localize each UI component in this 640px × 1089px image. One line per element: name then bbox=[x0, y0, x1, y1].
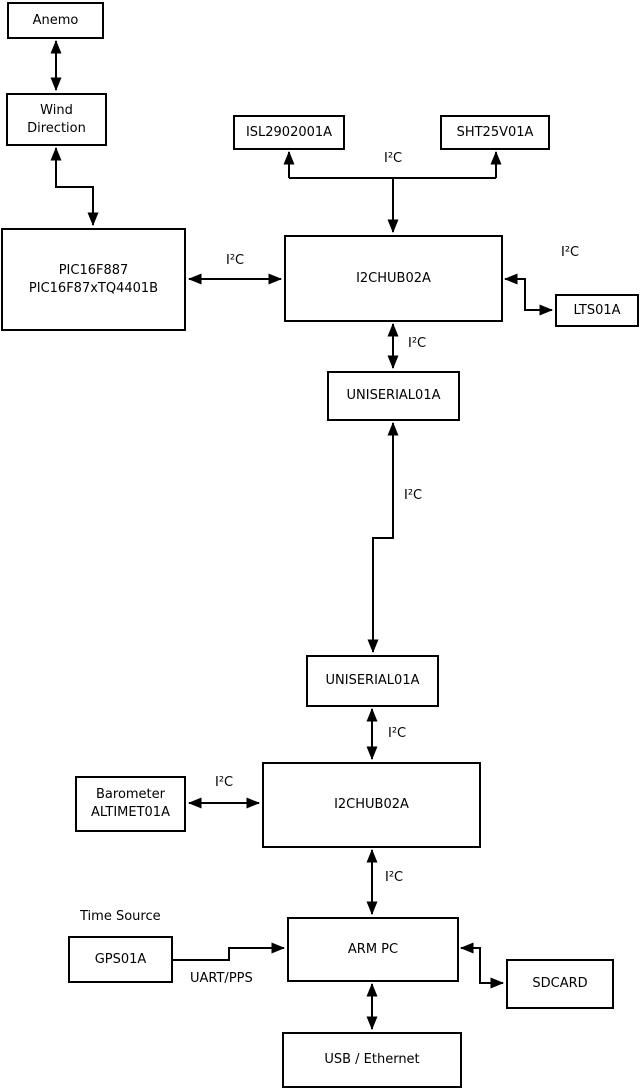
i2c-hub-top-box: I2CHUB02A bbox=[284, 235, 503, 322]
i2c-label-uniserial-link: I²C bbox=[404, 488, 423, 503]
wind-direction-box: Wind Direction bbox=[6, 93, 107, 146]
gps01a-box: GPS01A bbox=[68, 936, 173, 983]
i2c-label-sensor-bus: I²C bbox=[384, 151, 403, 166]
uniserial-top-box: UNISERIAL01A bbox=[327, 371, 460, 421]
sdcard-box: SDCARD bbox=[506, 959, 614, 1009]
i2c-hub-bottom-box: I2CHUB02A bbox=[262, 762, 481, 848]
sht25v01a-box: SHT25V01A bbox=[440, 115, 550, 150]
sht25v01a-label: SHT25V01A bbox=[456, 124, 534, 140]
pic-mcu-label-line1: PIC16F887 bbox=[58, 262, 129, 278]
uart-pps-label: UART/PPS bbox=[190, 971, 253, 986]
connector-winddirection-pic bbox=[50, 147, 99, 226]
i2c-label-pic-hub1: I²C bbox=[226, 253, 245, 268]
i2c-hub-top-label: I2CHUB02A bbox=[356, 270, 431, 286]
i2c-hub-bottom-label: I2CHUB02A bbox=[334, 797, 409, 812]
i2c-label-hub1-lts: I²C bbox=[561, 245, 580, 260]
i2c-label-barometer-hub2: I²C bbox=[215, 775, 234, 790]
i2c-label-hub2-armpc: I²C bbox=[385, 870, 404, 885]
usb-ethernet-box: USB / Ethernet bbox=[282, 1032, 462, 1088]
uniserial-bottom-box: UNISERIAL01A bbox=[306, 655, 439, 707]
anemo-box: Anemo bbox=[7, 2, 104, 39]
connector-armpc-sdcard bbox=[460, 942, 504, 989]
isl2902001a-label: ISL2902001A bbox=[245, 124, 333, 140]
time-source-label: Time Source bbox=[80, 909, 161, 924]
connector-hub1-lts bbox=[504, 273, 553, 316]
barometer-label-line1: Barometer bbox=[96, 787, 165, 802]
sdcard-label: SDCARD bbox=[532, 976, 588, 991]
usb-ethernet-label: USB / Ethernet bbox=[324, 1052, 420, 1067]
uniserial-top-label: UNISERIAL01A bbox=[346, 388, 441, 403]
wind-direction-label-line1: Wind bbox=[40, 102, 73, 118]
i2c-label-uniserial2-hub2: I²C bbox=[388, 726, 407, 741]
barometer-box: Barometer ALTIMET01A bbox=[75, 776, 186, 832]
connector-uniserial1-uniserial2 bbox=[367, 422, 399, 653]
pic-mcu-label-line2: PIC16F87xTQ4401B bbox=[28, 280, 159, 296]
gps01a-label: GPS01A bbox=[94, 951, 147, 967]
arm-pc-box: ARM PC bbox=[287, 917, 459, 982]
lts01a-label: LTS01A bbox=[573, 302, 621, 318]
barometer-label-line2: ALTIMET01A bbox=[91, 805, 170, 820]
isl2902001a-box: ISL2902001A bbox=[233, 115, 345, 150]
wind-direction-label-line2: Direction bbox=[27, 120, 86, 136]
pic-mcu-box: PIC16F887 PIC16F87xTQ4401B bbox=[1, 228, 186, 331]
i2c-label-hub1-uniserial1: I²C bbox=[408, 336, 427, 351]
arm-pc-label: ARM PC bbox=[347, 941, 399, 957]
lts01a-box: LTS01A bbox=[555, 294, 639, 327]
anemo-label: Anemo bbox=[32, 12, 79, 28]
connector-gps-armpc bbox=[173, 942, 285, 961]
uniserial-bottom-label: UNISERIAL01A bbox=[325, 673, 420, 688]
